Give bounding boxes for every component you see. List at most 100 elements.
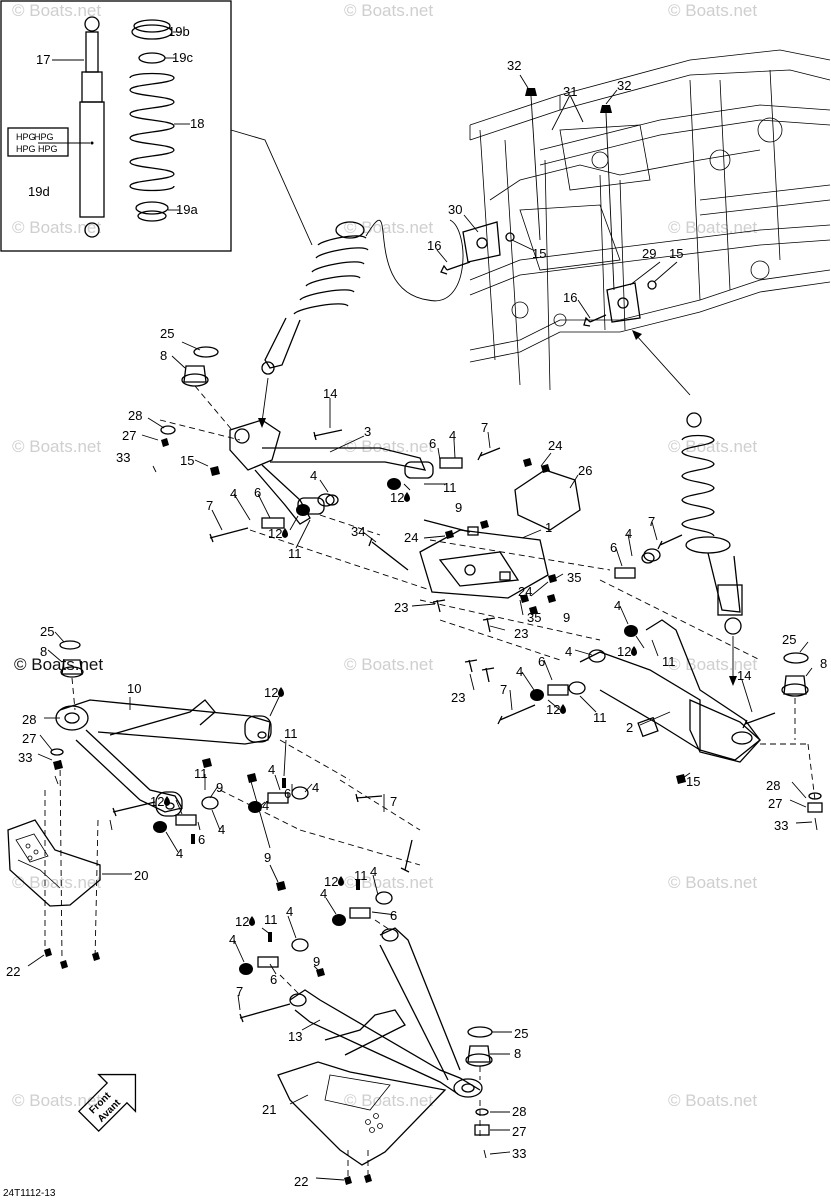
callout-27: 27: [512, 1124, 526, 1139]
callout-4: 4: [449, 428, 456, 443]
vehicle-frame: [436, 49, 831, 396]
callout-29: 29: [642, 246, 656, 261]
callout-4: 4: [230, 486, 237, 501]
grease-drop-icon: [164, 796, 170, 806]
callout-11: 11: [288, 546, 302, 561]
watermark: © Boats.net: [344, 655, 433, 674]
callout-15: 15: [669, 246, 683, 261]
callout-19a: 19a: [176, 202, 198, 217]
watermark-layer: © Boats.net © Boats.net © Boats.net © Bo…: [12, 1, 757, 1110]
callout-12: 12: [264, 685, 278, 700]
watermark: © Boats.net: [668, 1, 757, 20]
callout-9: 9: [264, 850, 271, 865]
callout-6: 6: [610, 540, 617, 555]
callout-11: 11: [194, 766, 208, 781]
callout-27: 27: [768, 796, 782, 811]
lower-a-arm-10: [37, 631, 421, 961]
hpg-logo-text: HPG: [34, 132, 54, 142]
skid-plate-20: [7, 819, 132, 969]
callout-11: 11: [264, 912, 278, 927]
callout-27: 27: [22, 731, 36, 746]
callout-22: 22: [294, 1174, 308, 1189]
callout-4: 4: [614, 598, 621, 613]
callout-4: 4: [625, 526, 632, 541]
callout-32: 32: [507, 58, 521, 73]
callout-24: 24: [404, 530, 418, 545]
callout-14: 14: [737, 668, 751, 683]
callout-35: 35: [567, 570, 581, 585]
callout-4: 4: [516, 664, 523, 679]
callout-4: 4: [286, 904, 293, 919]
callout-33: 33: [116, 450, 130, 465]
callout-28: 28: [22, 712, 36, 727]
callout-7: 7: [206, 498, 213, 513]
callout-7: 7: [648, 514, 655, 529]
hpg-logo-text: HPG: [16, 132, 36, 142]
callout-23: 23: [451, 690, 465, 705]
callout-24: 24: [548, 438, 562, 453]
diagram-code: 24T1112-13: [3, 1188, 56, 1199]
callout-11: 11: [662, 654, 676, 669]
callout-6: 6: [198, 832, 205, 847]
callout-20: 20: [134, 868, 148, 883]
callout-19c: 19c: [172, 50, 193, 65]
callout-30: 30: [448, 202, 462, 217]
grease-drop-icon: [404, 492, 410, 502]
callout-7: 7: [500, 682, 507, 697]
callout-4: 4: [268, 762, 275, 777]
callout-6: 6: [429, 436, 436, 451]
callout-6: 6: [270, 972, 277, 987]
callout-28: 28: [512, 1104, 526, 1119]
callout-1: 1: [545, 520, 552, 535]
callout-31: 31: [563, 84, 577, 99]
callout-9: 9: [216, 780, 223, 795]
callout-12: 12: [617, 644, 631, 659]
callout-19d: 19d: [28, 184, 50, 199]
callout-23: 23: [394, 600, 408, 615]
callout-12: 12: [150, 794, 164, 809]
ball-joint-upper-left: [171, 341, 233, 431]
callout-4: 4: [176, 846, 183, 861]
callout-33: 33: [774, 818, 788, 833]
lower-a-arm-2: [497, 521, 823, 831]
grease-drop-icon: [282, 528, 288, 538]
callout-18: 18: [190, 116, 204, 131]
callout-8: 8: [514, 1046, 521, 1061]
grease-drop-icon: [338, 876, 344, 886]
callout-25: 25: [160, 326, 174, 341]
grease-drop-icon: [631, 646, 637, 656]
callout-23: 23: [514, 626, 528, 641]
grease-drop-icon: [560, 704, 566, 714]
upper-a-arm-3: [141, 398, 501, 591]
callout-25: 25: [782, 632, 796, 647]
watermark: © Boats.net: [344, 1, 433, 20]
callout-17: 17: [36, 52, 50, 67]
callout-4: 4: [262, 798, 269, 813]
callout-9: 9: [455, 500, 462, 515]
callout-16: 16: [563, 290, 577, 305]
callout-26: 26: [578, 463, 592, 478]
watermark: © Boats.net: [668, 437, 757, 456]
hpg-logo-text: HPG: [38, 144, 58, 154]
callout-4: 4: [229, 932, 236, 947]
callout-25: 25: [40, 624, 54, 639]
callout-11: 11: [284, 726, 298, 741]
skid-plate-21: [277, 1061, 447, 1185]
callout-33: 33: [18, 750, 32, 765]
center-bracket-1: [362, 452, 611, 691]
callout-9: 9: [563, 610, 570, 625]
watermark: © Boats.net: [668, 1091, 757, 1110]
callout-28: 28: [766, 778, 780, 793]
callout-8: 8: [820, 656, 827, 671]
callout-34: 34: [351, 524, 365, 539]
callout-33: 33: [512, 1146, 526, 1161]
callout-25: 25: [514, 1026, 528, 1041]
watermark: © Boats.net: [344, 1091, 433, 1110]
watermark: © Boats.net: [12, 1091, 101, 1110]
watermark: © Boats.net: [344, 437, 433, 456]
grease-drop-icon: [249, 916, 255, 926]
right-shock-assembly: [681, 412, 743, 686]
callout-32: 32: [617, 78, 631, 93]
